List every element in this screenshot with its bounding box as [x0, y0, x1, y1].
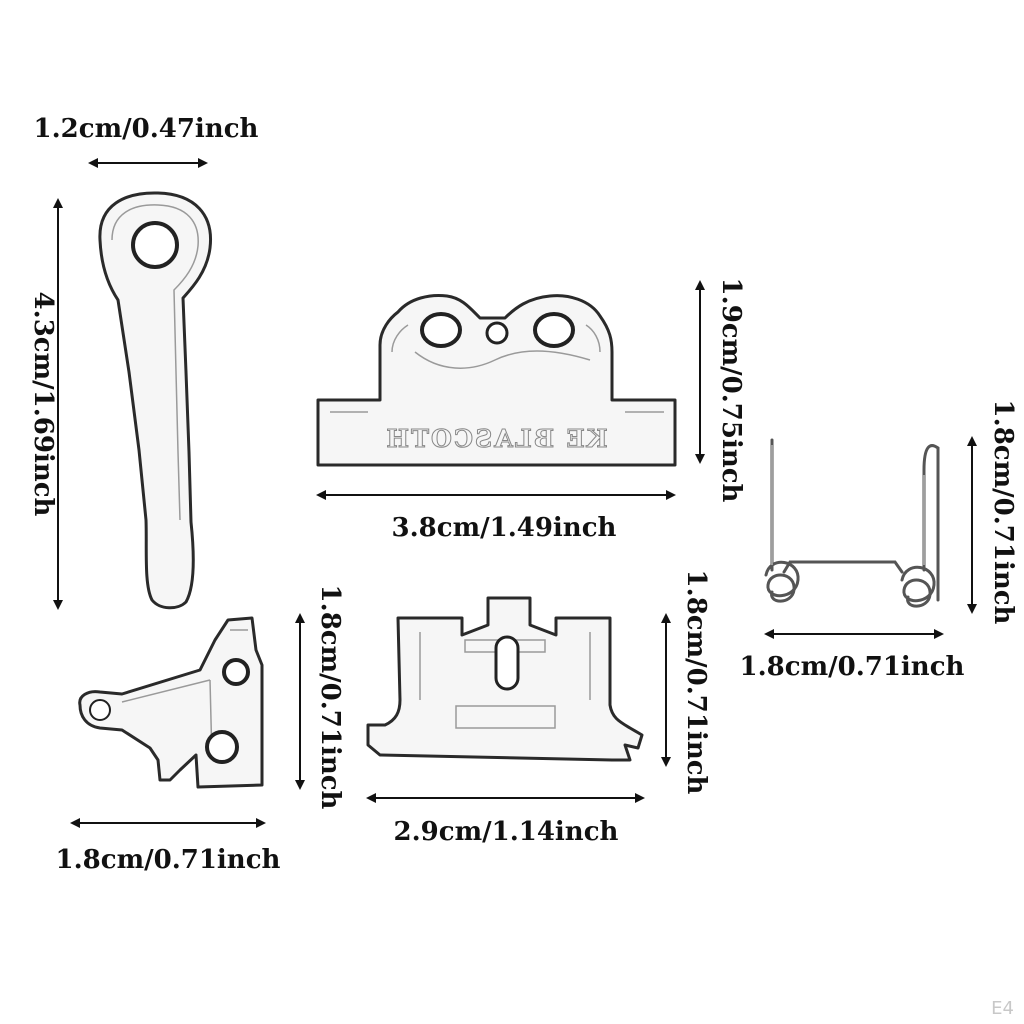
lever-height-label: 4.3cm/1.69inch	[28, 292, 58, 517]
latch-height-dimension: 1.8cm/0.71inch	[295, 585, 345, 810]
clip-part	[366, 596, 644, 762]
latch-width-label: 1.8cm/0.71inch	[56, 845, 281, 875]
clip-width-label: 2.9cm/1.14inch	[394, 817, 619, 847]
lever-part	[98, 191, 213, 610]
lever-width-label: 1.2cm/0.47inch	[34, 114, 259, 144]
base-part: KE BLASCOTH	[316, 294, 677, 467]
lever-height-dimension: 4.3cm/1.69inch	[28, 198, 63, 610]
latch-height-label: 1.8cm/0.71inch	[315, 585, 345, 810]
spring-width-label: 1.8cm/0.71inch	[740, 652, 965, 682]
watermark-text: E4	[991, 998, 1014, 1019]
base-width-label: 3.8cm/1.49inch	[392, 513, 617, 543]
spring-height-dimension: 1.8cm/0.71inch	[967, 400, 1018, 625]
clip-height-dimension: 1.8cm/0.71inch	[661, 570, 711, 795]
base-height-dimension: 1.9cm/0.75inch	[695, 278, 746, 503]
spring-width-dimension: 1.8cm/0.71inch	[740, 629, 965, 682]
latch-part	[78, 616, 264, 789]
base-height-label: 1.9cm/0.75inch	[716, 278, 746, 503]
base-emboss-text: KE BLASCOTH	[384, 424, 607, 453]
spring-part	[764, 438, 940, 608]
clip-width-dimension: 2.9cm/1.14inch	[366, 793, 645, 847]
base-width-dimension: 3.8cm/1.49inch	[316, 490, 676, 543]
latch-width-dimension: 1.8cm/0.71inch	[56, 818, 281, 875]
spring-height-label: 1.8cm/0.71inch	[988, 400, 1018, 625]
clip-height-label: 1.8cm/0.71inch	[681, 570, 711, 795]
lever-width-dimension: 1.2cm/0.47inch	[34, 114, 259, 168]
